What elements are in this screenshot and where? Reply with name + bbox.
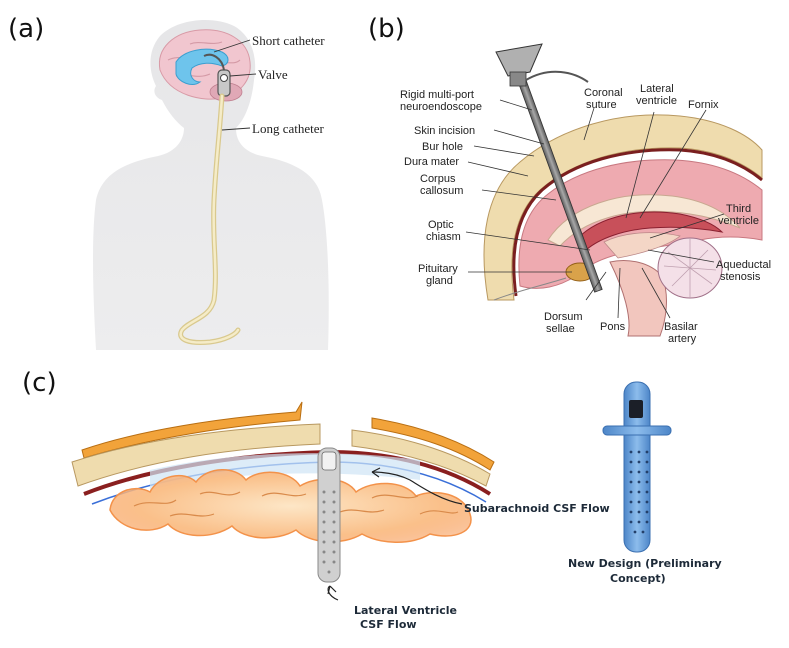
label-pituitary-gland-1: Pituitary <box>418 263 458 275</box>
brain-gyri <box>109 469 472 543</box>
label-basilar-artery-2: artery <box>668 333 697 345</box>
panel-b-illustration <box>465 43 763 337</box>
label-lateral-ventricle-flow-2: CSF Flow <box>360 618 417 631</box>
label-fornix: Fornix <box>688 99 719 111</box>
label-optic-chiasm-1: Optic <box>428 219 454 231</box>
scalp-layer-right <box>371 417 495 471</box>
label-neuroendoscope-1: Rigid multi-port <box>400 89 474 101</box>
label-pons: Pons <box>600 321 626 333</box>
new-design-device <box>602 381 672 553</box>
label-third-ventricle-1: Third <box>726 203 751 215</box>
label-lateral-ventricle-2: ventricle <box>636 95 677 107</box>
inserted-catheter <box>317 447 341 583</box>
label-lateral-ventricle-1: Lateral <box>640 83 674 95</box>
ventricle-shape <box>175 48 229 85</box>
label-dorsum-sellae-2: sellae <box>546 323 575 335</box>
panel-a-illustration <box>93 20 329 351</box>
bone-layer-right <box>351 429 491 487</box>
label-corpus-callosum-2: callosum <box>420 185 463 197</box>
label-third-ventricle-2: ventricle <box>718 215 759 227</box>
label-dorsum-sellae-1: Dorsum <box>544 311 583 323</box>
label-long-catheter: Long catheter <box>252 121 324 136</box>
label-coronal-suture-1: Coronal <box>584 87 623 99</box>
label-valve: Valve <box>258 67 288 82</box>
label-coronal-suture-2: suture <box>586 99 617 111</box>
label-lateral-ventricle-flow-1: Lateral Ventricle <box>354 604 457 617</box>
panel-b-label: (b) <box>368 14 405 44</box>
label-basilar-artery-1: Basilar <box>664 321 698 333</box>
label-bur-hole: Bur hole <box>422 141 463 153</box>
label-aqueductal-stenosis-2: stenosis <box>720 271 761 283</box>
panel-c-label: (c) <box>22 368 57 398</box>
label-optic-chiasm-2: chiasm <box>426 231 461 243</box>
valve-device <box>217 69 231 97</box>
body-silhouette <box>93 20 329 351</box>
label-dura-mater: Dura mater <box>404 156 459 168</box>
endoscope-eyepiece <box>495 43 543 77</box>
lateral-ventricle <box>577 211 724 251</box>
panel-b-labels: Rigid multi-port neuroendoscope Skin inc… <box>400 83 771 345</box>
label-new-design-1: New Design (Preliminary <box>568 557 722 570</box>
label-neuroendoscope-2: neuroendoscope <box>400 101 482 113</box>
scalp-layer-left <box>81 401 303 459</box>
bone-layer-left <box>71 423 321 487</box>
label-new-design-2: Concept) <box>610 572 666 585</box>
panel-a-label: (a) <box>8 14 45 44</box>
short-catheter <box>203 53 225 71</box>
panel-c-illustration <box>71 381 672 601</box>
label-pituitary-gland-2: gland <box>426 275 453 287</box>
dura-mater-line <box>512 148 763 297</box>
label-short-catheter: Short catheter <box>252 33 325 48</box>
label-aqueductal-stenosis-1: Aqueductal <box>716 259 771 271</box>
label-skin-incision: Skin incision <box>414 125 475 137</box>
brainstem <box>609 260 667 337</box>
label-subarachnoid-flow: Subarachnoid CSF Flow <box>464 502 610 515</box>
subarachnoid-flow-arrow <box>371 471 463 505</box>
label-corpus-callosum-1: Corpus <box>420 173 456 185</box>
